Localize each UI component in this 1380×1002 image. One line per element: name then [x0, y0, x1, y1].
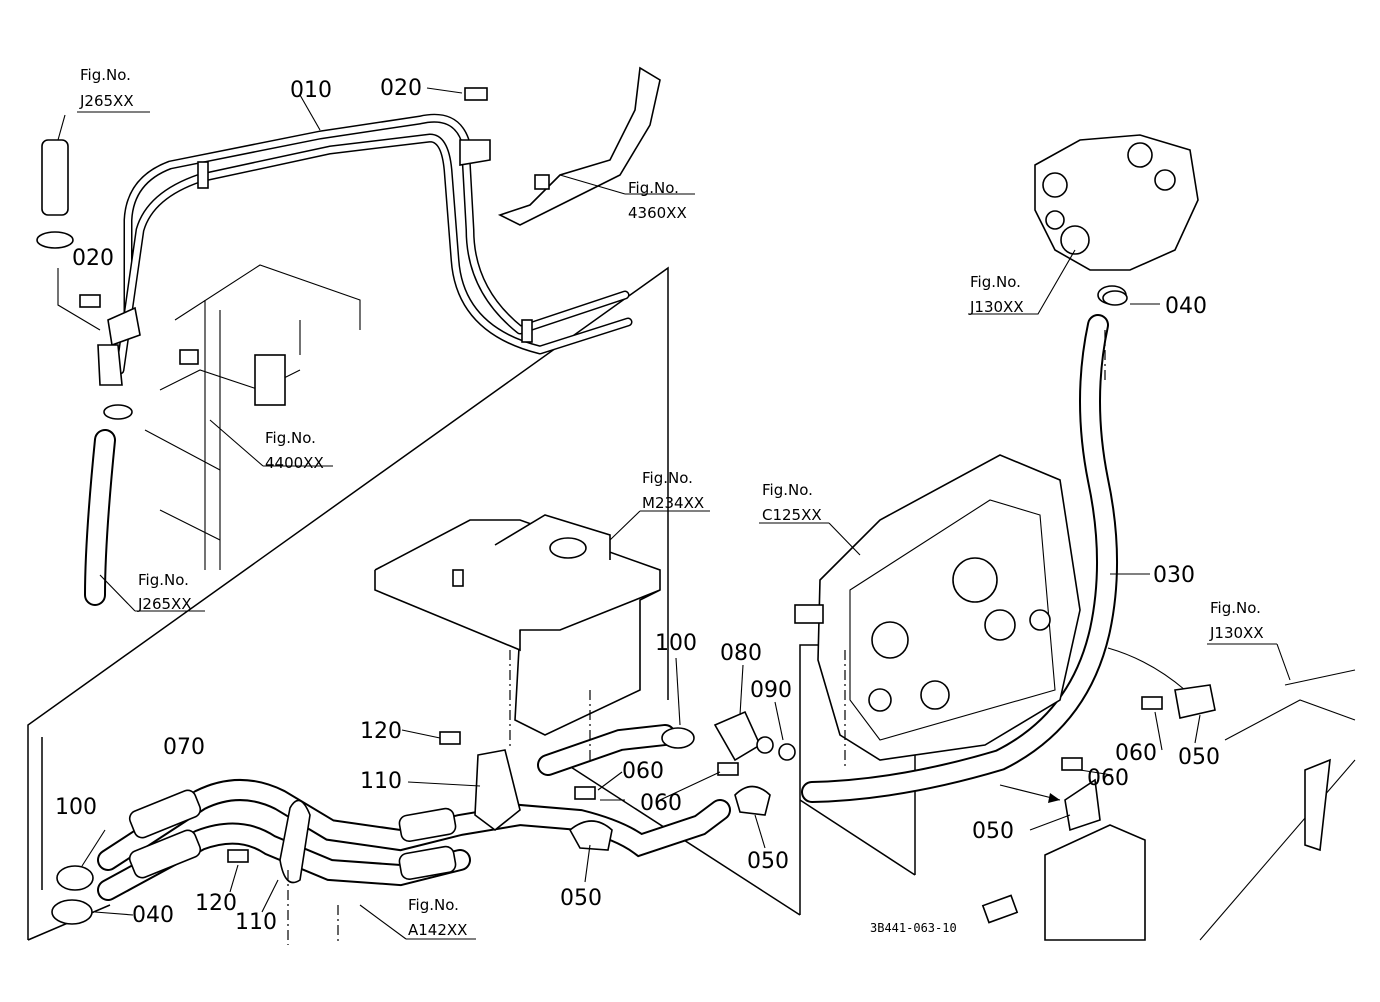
hose-030	[801, 314, 1186, 803]
label-090: 090	[750, 678, 792, 703]
fig-code-4360: 4360XX	[628, 204, 687, 222]
label-010: 010	[290, 78, 332, 103]
label-100-left: 100	[55, 795, 97, 820]
fig-code-a142: A142XX	[408, 921, 467, 939]
label-050-right-a: 050	[1178, 745, 1220, 770]
fig-title-m234: Fig.No.	[642, 469, 693, 487]
clamps-and-fittings	[51, 290, 1216, 925]
label-040-low: 040	[132, 903, 174, 928]
label-110-low: 110	[235, 910, 277, 935]
label-060-right-b: 060	[1087, 766, 1129, 791]
label-050-low: 050	[560, 886, 602, 911]
label-050-right-b: 050	[972, 819, 1014, 844]
label-040-pump: 040	[1165, 294, 1207, 319]
upper-frame-4400	[144, 264, 361, 570]
label-060-mid-a: 060	[622, 759, 664, 784]
fig-title-j130-low: Fig.No.	[1210, 599, 1261, 617]
label-030: 030	[1153, 563, 1195, 588]
fig-title-c125: Fig.No.	[762, 481, 813, 499]
drawing-code: 3B441-063-10	[870, 921, 957, 935]
fig-title-j265-low: Fig.No.	[138, 571, 189, 589]
pipe-assembly-010	[107, 113, 633, 375]
label-050-mid: 050	[747, 849, 789, 874]
fig-code-j265-top: J265XX	[79, 92, 134, 110]
label-110-top: 110	[360, 769, 402, 794]
fig-code-m234: M234XX	[642, 494, 704, 512]
hose-upper-left	[36, 139, 133, 606]
mount-bracket-m234	[374, 514, 661, 736]
label-060-right-a: 060	[1115, 741, 1157, 766]
transmission-case-c125	[794, 454, 1081, 761]
fig-title-4360: Fig.No.	[628, 179, 679, 197]
bolts	[79, 87, 1163, 863]
fig-code-4400: 4400XX	[265, 454, 324, 472]
fig-title-j130-top: Fig.No.	[970, 273, 1021, 291]
label-060-mid-b: 060	[640, 791, 682, 816]
fig-code-c125: C125XX	[762, 506, 822, 524]
fig-title-4400: Fig.No.	[265, 429, 316, 447]
fig-code-j130-top: J130XX	[969, 298, 1024, 316]
label-020-left: 020	[72, 246, 114, 271]
bracket-4360	[497, 66, 661, 226]
pump-j130	[1034, 134, 1199, 305]
label-070: 070	[163, 735, 205, 760]
label-120-low: 120	[195, 891, 237, 916]
label-120-top: 120	[360, 719, 402, 744]
fig-code-j265-low: J265XX	[137, 595, 192, 613]
label-080: 080	[720, 641, 762, 666]
figure-references: Fig.No. J265XX Fig.No. 4360XX Fig.No. J1…	[79, 66, 1264, 939]
right-bracket-j130	[981, 669, 1356, 941]
lower-hoses	[97, 724, 731, 901]
fig-title-a142: Fig.No.	[408, 896, 459, 914]
part-number-labels: 010 020 020 040 030 100 080 090 120 070 …	[55, 76, 1220, 935]
label-100-top: 100	[655, 631, 697, 656]
fig-title-j265-top: Fig.No.	[80, 66, 131, 84]
leader-lines	[57, 87, 1291, 940]
fig-code-j130-low: J130XX	[1209, 624, 1264, 642]
label-020-top: 020	[380, 76, 422, 101]
centerlines	[287, 330, 1106, 945]
